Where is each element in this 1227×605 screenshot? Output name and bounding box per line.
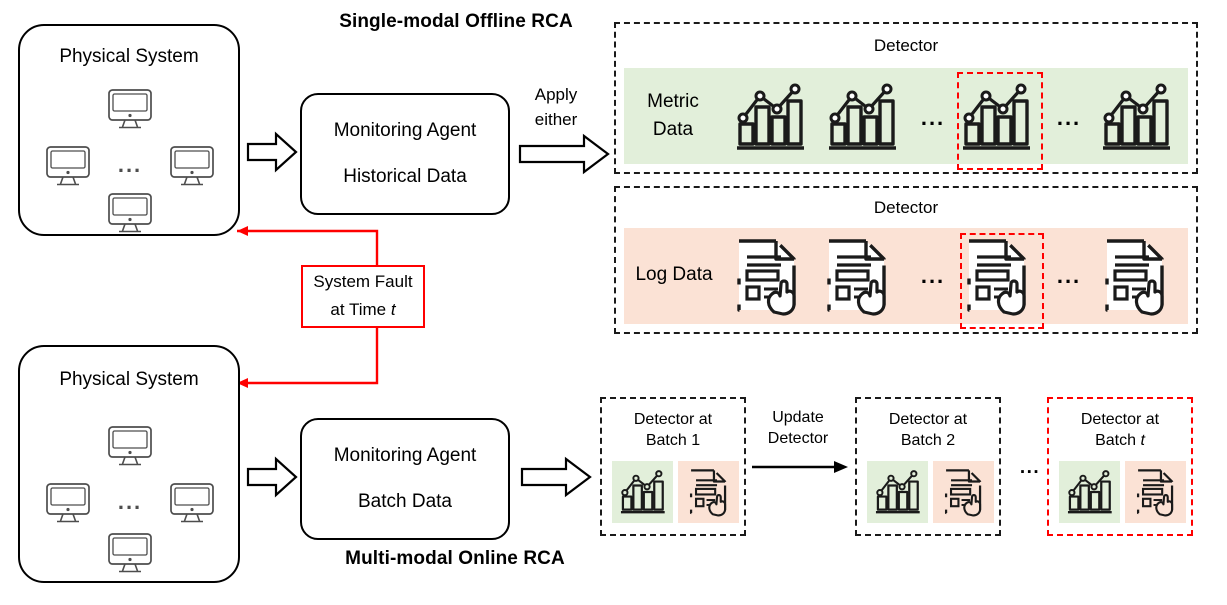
system-fault-line2-prefix: at Time xyxy=(330,300,391,319)
monitoring-agent-offline: Monitoring Agent Historical Data xyxy=(300,93,510,215)
detector-batch-2-line1: Detector at xyxy=(888,410,968,428)
monitoring-agent-online-line2: Batch Data xyxy=(358,491,452,512)
batch-2-metric-tile xyxy=(867,461,928,523)
batch-ellipsis: ... xyxy=(1019,456,1041,478)
physical-system-online-ellipsis: ... xyxy=(117,489,143,514)
detector-batch-t-line1: Detector at xyxy=(1080,410,1160,428)
metric-data-label-line1: Metric xyxy=(647,90,699,112)
monitor-icon-online-right xyxy=(168,482,216,524)
apply-either-line1: Apply xyxy=(534,85,578,105)
metric-data-band: Metric Data xyxy=(624,68,1188,164)
metric-anomaly-highlight xyxy=(957,72,1043,170)
update-detector-line2: Detector xyxy=(767,430,829,447)
monitor-icon-right xyxy=(168,145,216,187)
monitor-icon-top xyxy=(106,88,154,130)
apply-either-line2: either xyxy=(534,110,578,129)
detector-batch-t-prefix: Batch xyxy=(1095,432,1141,449)
monitor-icon-left xyxy=(44,145,92,187)
detector-batch-t-box: Detector at Batch t xyxy=(1047,397,1193,536)
detector-batch-1-line2: Batch 1 xyxy=(645,432,701,449)
batch-t-metric-tile xyxy=(1059,461,1120,523)
system-fault-line2: at Time t xyxy=(330,298,395,323)
arrow-online-agent-to-batches xyxy=(520,456,592,498)
metric-detector-box: Detector Metric Data xyxy=(614,22,1198,174)
log-data-band: Log Data xyxy=(624,228,1188,324)
metric-chart-icon-1 xyxy=(734,82,806,152)
physical-system-offline-label: Physical System xyxy=(59,45,199,67)
update-detector-label: Update Detector xyxy=(752,405,844,451)
metric-ellipsis-1: ... xyxy=(920,105,946,130)
batch-1-metric-tile xyxy=(612,461,673,523)
physical-system-offline: Physical System xyxy=(18,24,240,236)
metric-ellipsis-2: ... xyxy=(1056,105,1082,130)
log-detector-box: Detector Log Data xyxy=(614,186,1198,334)
monitor-icon-online-bottom xyxy=(106,532,154,574)
apply-either-label: Apply either xyxy=(512,84,600,132)
system-fault-box: System Fault at Time t xyxy=(301,265,425,328)
detector-batch-2-box: Detector at Batch 2 xyxy=(855,397,1001,536)
physical-system-offline-ellipsis: ... xyxy=(117,152,143,177)
log-detector-header: Detector xyxy=(873,197,939,217)
detector-batch-1-line1: Detector at xyxy=(633,410,713,428)
batch-t-log-tile xyxy=(1125,461,1186,523)
log-data-label: Log Data xyxy=(635,263,713,285)
detector-batch-1-box: Detector at Batch 1 xyxy=(600,397,746,536)
monitoring-agent-online-line1: Monitoring Agent xyxy=(333,444,477,466)
physical-system-online: Physical System xyxy=(18,345,240,583)
arrow-update-detector xyxy=(752,458,850,476)
offline-section-title: Single-modal Offline RCA xyxy=(339,11,573,32)
physical-system-online-label: Physical System xyxy=(59,368,199,390)
arrow-offline-system-to-agent xyxy=(246,131,298,173)
detector-batch-2-line2: Batch 2 xyxy=(900,432,956,449)
metric-chart-icon-3-highlighted xyxy=(960,82,1032,152)
monitoring-agent-offline-line2: Historical Data xyxy=(343,166,467,187)
detector-batch-t-var: t xyxy=(1140,432,1145,449)
log-anomaly-highlight xyxy=(960,233,1044,329)
system-fault-line1: System Fault xyxy=(313,272,413,292)
metric-detector-header: Detector xyxy=(873,35,939,55)
detector-batch-t-line2: Batch t xyxy=(1095,430,1145,451)
system-fault-time-var: t xyxy=(390,300,396,319)
metric-chart-icon-4 xyxy=(1100,82,1172,152)
log-doc-icon-2 xyxy=(824,236,892,316)
monitor-icon-bottom xyxy=(106,192,154,234)
log-doc-icon-3-highlighted xyxy=(964,236,1032,316)
log-ellipsis-2: ... xyxy=(1056,263,1082,288)
arrow-online-system-to-agent xyxy=(246,456,298,498)
detector-batch-t-title: Detector at Batch t xyxy=(1049,407,1191,453)
metric-data-label: Metric Data xyxy=(632,84,714,148)
log-ellipsis-1: ... xyxy=(920,263,946,288)
monitor-icon-online-left xyxy=(44,482,92,524)
batch-2-log-tile xyxy=(933,461,994,523)
monitoring-agent-offline-line1: Monitoring Agent xyxy=(333,119,477,141)
detector-batch-2-title: Detector at Batch 2 xyxy=(857,407,999,453)
detector-batch-1-title: Detector at Batch 1 xyxy=(602,407,744,453)
online-section-title: Multi-modal Online RCA xyxy=(345,548,565,569)
log-doc-icon-4 xyxy=(1102,236,1170,316)
metric-chart-icon-2 xyxy=(826,82,898,152)
monitoring-agent-online: Monitoring Agent Batch Data xyxy=(300,418,510,540)
arrow-offline-agent-to-detectors xyxy=(518,133,610,175)
log-doc-icon-1 xyxy=(734,236,802,316)
update-detector-line1: Update xyxy=(772,408,824,426)
batch-1-log-tile xyxy=(678,461,739,523)
metric-data-label-line2: Data xyxy=(652,119,694,140)
monitor-icon-online-top xyxy=(106,425,154,467)
